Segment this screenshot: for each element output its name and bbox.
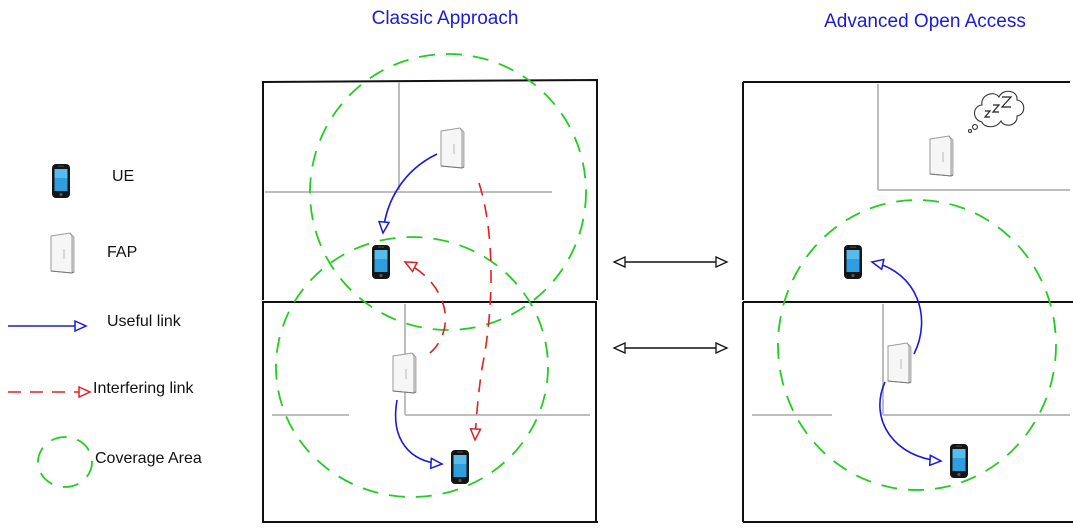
legend-interfering-link-label: Interfering link bbox=[93, 380, 194, 397]
legend-fap-icon bbox=[50, 232, 75, 274]
open-useful-link-to-upper-ue bbox=[872, 262, 923, 355]
legend-useful-link-label: Useful link bbox=[107, 313, 182, 330]
open-access-building bbox=[742, 81, 1073, 523]
legend-ue-label: UE bbox=[112, 168, 134, 185]
open-upper-ue-icon bbox=[844, 245, 862, 279]
open-lower-fap-icon bbox=[887, 342, 912, 384]
legend-coverage-area-label: Coverage Area bbox=[95, 450, 202, 467]
classic-lower-fap-coverage-area bbox=[275, 236, 549, 498]
title-advanced-open-access: Advanced Open Access bbox=[824, 11, 1026, 32]
classic-upper-fap-coverage-area bbox=[309, 53, 587, 331]
classic-useful-link-upper bbox=[383, 153, 438, 233]
classic-useful-link-lower bbox=[394, 399, 442, 464]
classic-lower-ue-icon bbox=[451, 450, 469, 484]
classic-upper-ue-icon bbox=[372, 245, 390, 279]
classic-interfering-link-to-lower-ue bbox=[475, 182, 492, 440]
legend-ue-icon bbox=[52, 164, 70, 198]
classic-building bbox=[261, 78, 598, 523]
open-upper-fap-sleeping-icon bbox=[929, 135, 954, 177]
legend: UE FAP Useful link Interfering link Cove… bbox=[8, 164, 202, 488]
classic-interfering-link-to-upper-ue bbox=[405, 262, 447, 354]
sleep-thought-bubble-icon bbox=[967, 90, 1025, 134]
open-access-fap-coverage-area bbox=[777, 199, 1057, 491]
classic-upper-floor-wall bbox=[261, 78, 598, 300]
classic-upper-fap-icon bbox=[440, 127, 465, 169]
title-classic-approach: Classic Approach bbox=[372, 8, 519, 29]
legend-fap-label: FAP bbox=[107, 244, 137, 261]
open-lower-ue-icon bbox=[950, 444, 968, 478]
open-useful-link-to-lower-ue bbox=[879, 381, 941, 461]
legend-coverage-area-circle bbox=[37, 436, 93, 488]
classic-lower-fap-icon bbox=[392, 352, 417, 394]
